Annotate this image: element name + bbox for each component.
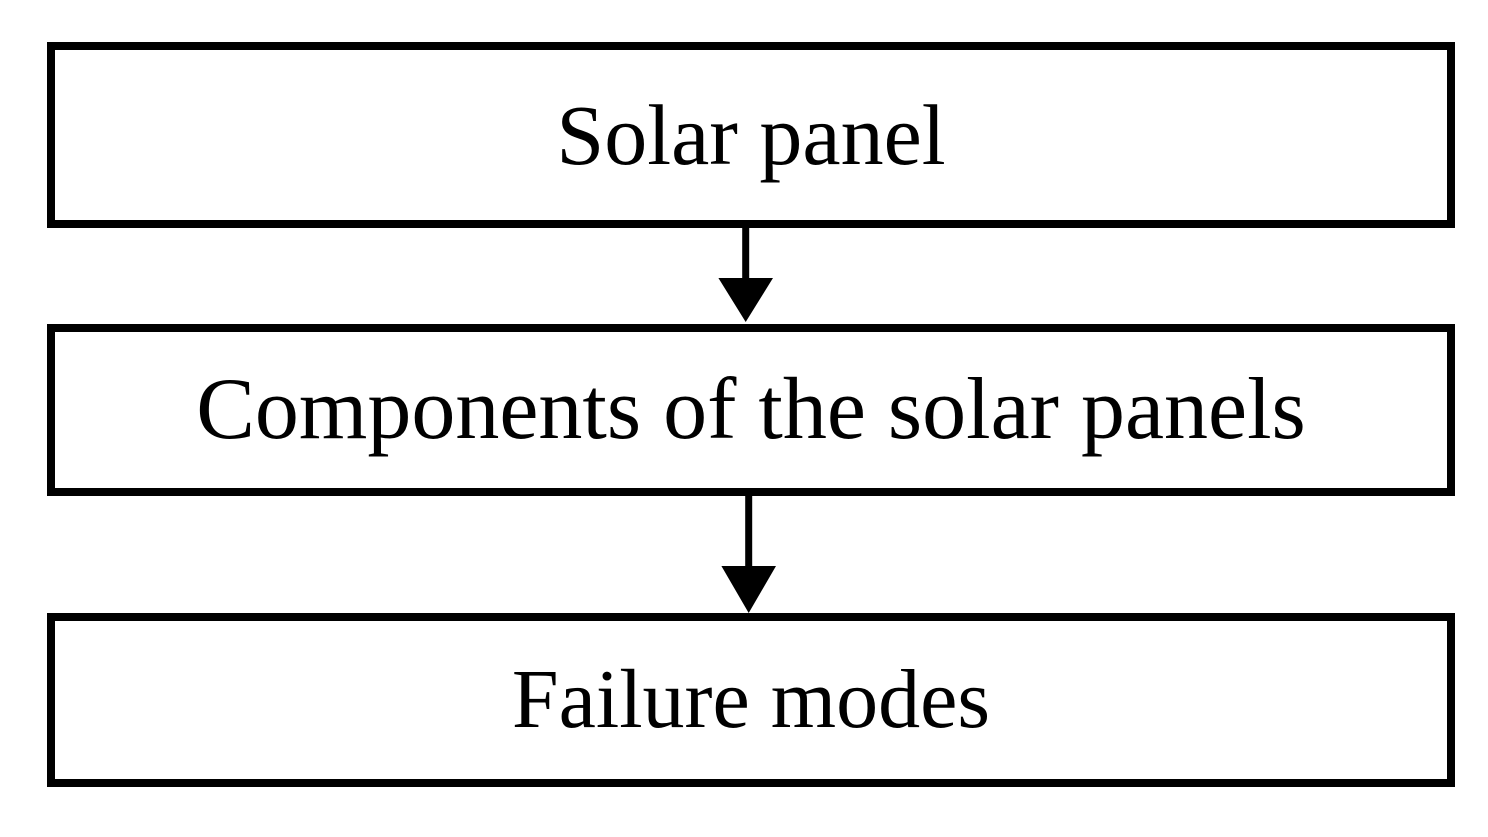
arrow-down-icon-solar-panel-to-components xyxy=(715,226,777,326)
flow-node-label: Components of the solar panels xyxy=(196,361,1306,458)
arrow-down-icon-components-to-failure-modes xyxy=(718,494,780,616)
arrow-shape-path xyxy=(721,494,776,613)
flow-node-components[interactable]: Components of the solar panels xyxy=(47,324,1455,496)
flow-node-label: Solar panel xyxy=(556,87,946,183)
flow-node-failure-modes[interactable]: Failure modes xyxy=(47,613,1455,787)
flow-node-label: Failure modes xyxy=(511,653,991,746)
arrow-shape-path xyxy=(718,226,773,322)
flow-node-solar-panel[interactable]: Solar panel xyxy=(47,42,1455,228)
